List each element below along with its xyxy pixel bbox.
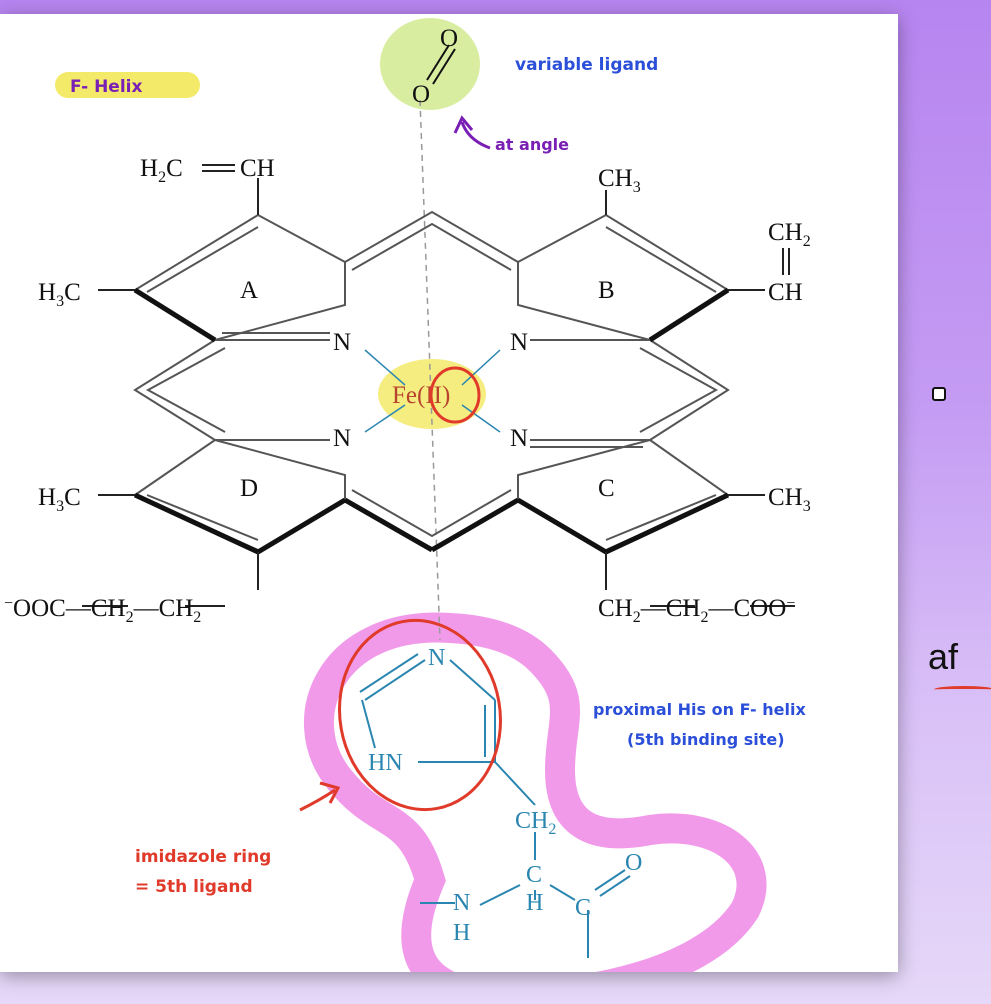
o2-bond-b — [432, 48, 456, 85]
variable-ligand-label: variable ligand — [515, 55, 658, 75]
angle-arrowhead — [453, 115, 474, 134]
side-text-fragment: af — [928, 636, 959, 677]
f-helix-label: F- Helix — [70, 77, 142, 97]
ch3-lower-right-label: CH3 — [768, 484, 811, 515]
n-b: N — [510, 329, 528, 356]
imidazole-bonds — [359, 653, 631, 958]
ring-b-label: B — [598, 277, 615, 304]
o-top: O — [440, 25, 458, 52]
ring-d-label: D — [240, 475, 258, 502]
fe-axis-line — [419, 99, 441, 641]
h2c-label: H2C — [140, 155, 183, 186]
his-ch2: CH2 — [515, 808, 556, 838]
imidazole-arrow — [299, 788, 336, 812]
o-bottom: O — [412, 81, 430, 108]
bullet-checkbox — [932, 387, 946, 401]
ch-right-label: CH — [768, 279, 803, 306]
heme-diagram: O O — [4, 18, 811, 972]
his-c: C — [526, 862, 542, 888]
propionate-right: CH2—CH2—COO− — [598, 595, 795, 626]
proximal-his-label-1: proximal His on F- helix — [593, 700, 806, 719]
angle-arrow — [460, 121, 491, 150]
n-d: N — [333, 425, 351, 452]
fe-oxidation-circle — [429, 366, 481, 424]
n-a: N — [333, 329, 351, 356]
diagram-card: O O — [0, 14, 898, 972]
side-red-mark — [934, 686, 991, 693]
his-co-o: O — [625, 850, 642, 876]
proximal-his-label-2: (5th binding site) — [627, 730, 785, 749]
ch-vinyl-left: CH — [240, 155, 275, 182]
his-co-c: C — [575, 895, 591, 921]
his-nh-n: N — [453, 890, 470, 916]
h3c-lower-label: H3C — [38, 484, 81, 515]
n-c: N — [510, 425, 528, 452]
ch3-top-label: CH3 — [598, 165, 641, 196]
porphyrin-bold-edges — [133, 287, 730, 555]
ch2-right-label: CH2 — [768, 219, 811, 250]
f-helix-highlight — [55, 72, 200, 98]
propionate-left: −OOC—CH2—CH2 — [4, 595, 201, 626]
his-hn: HN — [368, 750, 403, 776]
h3c-upper-label: H3C — [38, 279, 81, 310]
his-n: N — [428, 645, 445, 671]
imidazole-label-2: = 5th ligand — [135, 877, 253, 897]
imidazole-label-1: imidazole ring — [135, 847, 271, 867]
ligand-highlight — [380, 18, 480, 110]
o2-bond-a — [426, 44, 450, 81]
fe-label: Fe(II) — [392, 382, 450, 409]
histidine-highlight — [303, 612, 767, 972]
imidazole-arrowhead — [319, 781, 341, 804]
his-h: H — [526, 890, 543, 916]
ring-c-label: C — [598, 475, 615, 502]
at-angle-label: at angle — [495, 135, 569, 154]
imidazole-circle — [338, 618, 502, 812]
substituent-bonds — [82, 164, 795, 607]
ring-a-label: A — [240, 277, 258, 304]
his-nh-h: H — [453, 920, 470, 946]
